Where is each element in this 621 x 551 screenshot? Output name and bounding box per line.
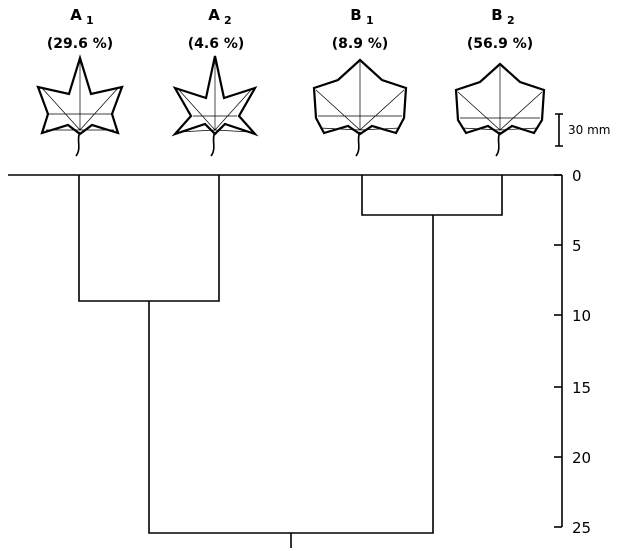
tick-label-20: 20: [572, 449, 591, 467]
cluster-b1-subscript: 1: [366, 14, 374, 27]
tick-label-25: 25: [572, 519, 591, 537]
cluster-a2-percent: (4.6 %): [188, 36, 245, 52]
cluster-label-b2: B 2 (56.9 %): [467, 6, 533, 52]
cluster-a1-subscript: 1: [86, 14, 94, 27]
merge-b1-b2: [361, 175, 503, 216]
cluster-label-a1: A 1 (29.6 %): [47, 6, 113, 52]
dendrogram-branches: [78, 175, 503, 548]
cluster-label-a2: A 2 (4.6 %): [188, 6, 245, 52]
leaf-b2-icon: [454, 62, 546, 157]
cluster-label-b1: B 1 (8.9 %): [332, 6, 389, 52]
tick-label-15: 15: [572, 379, 591, 397]
cluster-b1-percent: (8.9 %): [332, 36, 389, 52]
cluster-a1-percent: (29.6 %): [47, 36, 113, 52]
cluster-a2-letter: A: [208, 6, 220, 24]
leaf-a2-icon: [171, 55, 259, 157]
cluster-a2-subscript: 2: [224, 14, 232, 27]
leaf-a1-icon: [36, 54, 124, 157]
cluster-a1-letter: A: [70, 6, 82, 24]
axis-ticks: 0 5 10 15 20 25: [554, 167, 591, 537]
cluster-b2-letter: B: [491, 6, 502, 24]
merge-a1-a2: [78, 175, 220, 302]
merge-a-b: [148, 215, 434, 534]
scale-bar: 30 mm: [555, 113, 610, 147]
scale-bar-label: 30 mm: [568, 123, 610, 137]
tick-label-10: 10: [572, 307, 591, 325]
leaf-b1-icon: [312, 58, 408, 157]
cluster-b2-subscript: 2: [507, 14, 515, 27]
tick-label-0: 0: [572, 167, 582, 185]
tick-label-5: 5: [572, 237, 582, 255]
cluster-b1-letter: B: [350, 6, 361, 24]
cluster-b2-percent: (56.9 %): [467, 36, 533, 52]
